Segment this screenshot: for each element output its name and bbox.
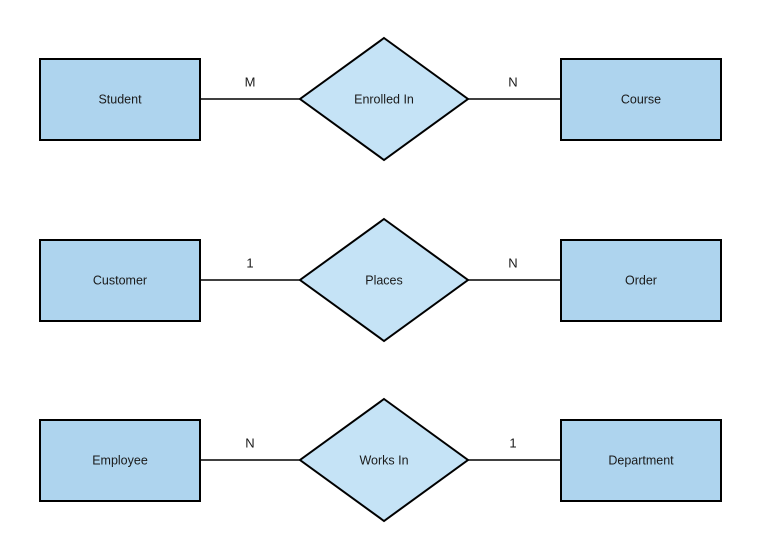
- entity-label-course: Course: [621, 92, 661, 106]
- entity-box-department[interactable]: [560, 419, 722, 502]
- relationship-diamond-places[interactable]: [298, 217, 470, 343]
- relationship-group-2: Customer Places Order 1 N: [39, 217, 722, 343]
- cardinality-right-2: N: [508, 255, 517, 270]
- entity-box-order[interactable]: [560, 239, 722, 322]
- relationship-group-1: Student Enrolled In Course M N: [39, 36, 722, 162]
- entity-label-customer: Customer: [93, 273, 147, 287]
- relationship-label-enrolled-in: Enrolled In: [354, 92, 414, 106]
- entity-box-student[interactable]: [39, 58, 201, 141]
- cardinality-left-3: N: [245, 435, 254, 450]
- entity-label-department: Department: [608, 453, 674, 467]
- relationship-label-works-in: Works In: [359, 453, 408, 467]
- entity-label-student: Student: [98, 92, 142, 106]
- entity-label-order: Order: [625, 273, 657, 287]
- relationship-group-3: Employee Works In Department N 1: [39, 397, 722, 523]
- cardinality-left-2: 1: [246, 255, 253, 270]
- relationship-label-places: Places: [365, 273, 403, 287]
- cardinality-right-1: N: [508, 74, 517, 89]
- entity-label-employee: Employee: [92, 453, 148, 467]
- entity-box-customer[interactable]: [39, 239, 201, 322]
- relationship-diamond-enrolled-in[interactable]: [298, 36, 470, 162]
- entity-box-employee[interactable]: [39, 419, 201, 502]
- entity-box-course[interactable]: [560, 58, 722, 141]
- cardinality-left-1: M: [245, 74, 256, 89]
- cardinality-right-3: 1: [509, 435, 516, 450]
- relationship-diamond-works-in[interactable]: [298, 397, 470, 523]
